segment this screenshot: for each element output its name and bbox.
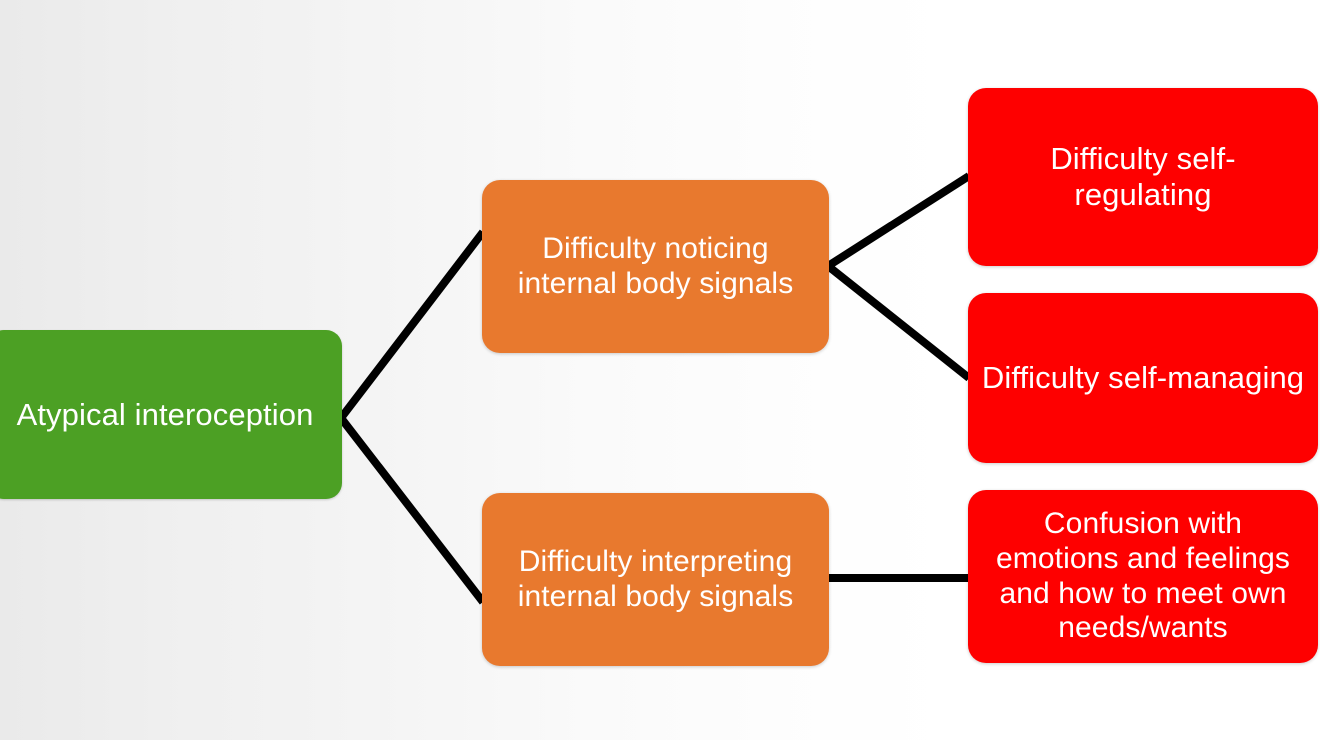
connector-middle-1-to-leaf-2 [825, 262, 972, 382]
node-difficulty-self-managing[interactable]: Difficulty self-managing [968, 293, 1318, 463]
connector-root-to-middle-2 [337, 415, 487, 605]
node-difficulty-self-regulating[interactable]: Difficulty self- regulating [968, 88, 1318, 266]
node-difficulty-noticing-internal-body-signals[interactable]: Difficulty noticing internal body signal… [482, 180, 829, 353]
connector-root-to-middle-1 [337, 229, 487, 421]
connector-middle-1-to-leaf-1 [825, 172, 972, 270]
node-atypical-interoception[interactable]: Atypical interoception [0, 330, 342, 499]
node-confusion-with-emotions-and-feelings[interactable]: Confusion with emotions and feelings and… [968, 490, 1318, 663]
node-difficulty-interpreting-internal-body-signals[interactable]: Difficulty interpreting internal body si… [482, 493, 829, 666]
